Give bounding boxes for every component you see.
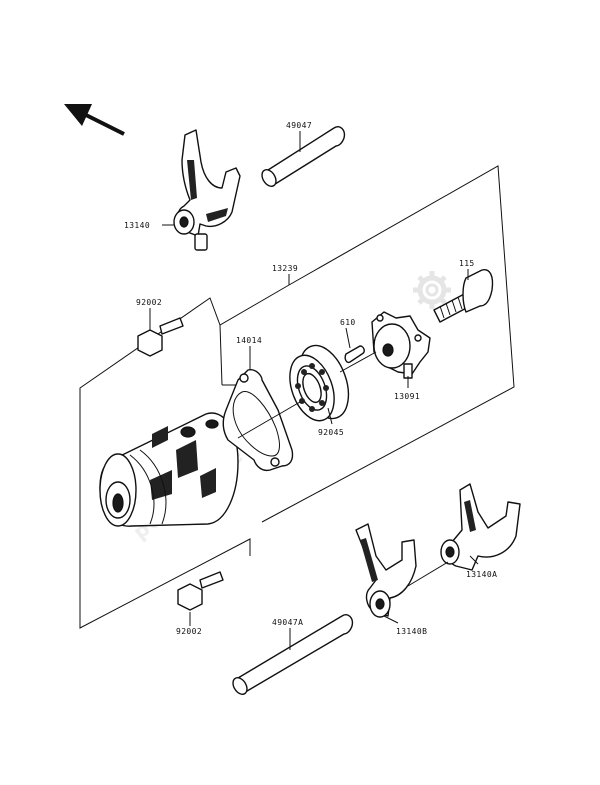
shaft-top (261, 126, 346, 187)
gear-icon (413, 271, 451, 309)
fork-axis (407, 561, 449, 587)
assembly-frame (79, 165, 515, 629)
label-cam: 13091 (394, 392, 420, 401)
bolt-left-top (137, 317, 184, 357)
shift-fork-bottom (355, 523, 417, 618)
label-fork-bottom: 13140B (396, 627, 427, 636)
shaft-bottom (232, 614, 354, 695)
shift-fork-right (440, 483, 521, 571)
label-pin: 610 (340, 318, 356, 327)
shift-drum (99, 412, 239, 527)
bolt-left-bottom (177, 571, 224, 611)
label-bearing: 92045 (318, 428, 344, 437)
arrow-up-left-icon (64, 104, 125, 136)
bearing (289, 344, 350, 422)
bolt-right (433, 269, 494, 323)
dowel-pin (344, 345, 365, 364)
shift-cam (371, 311, 431, 379)
label-shaft-bottom: 49047A (272, 618, 303, 627)
label-bolt-left-top: 92002 (136, 298, 162, 307)
label-shaft-top: 49047 (286, 121, 312, 130)
label-gasket: 14014 (236, 336, 262, 345)
part-labels: 49047 13140 13239 115 92002 14014 610 92… (124, 121, 497, 636)
label-bolt-right: 115 (459, 259, 475, 268)
label-bolt-left-bottom: 92002 (176, 627, 202, 636)
label-fork-right: 13140A (466, 570, 497, 579)
label-fork-top: 13140 (124, 221, 150, 230)
leader-lines (149, 131, 479, 650)
gasket (222, 368, 294, 472)
assembly-axis (237, 351, 377, 439)
shift-fork-top (173, 129, 241, 251)
label-assembly: 13239 (272, 264, 298, 273)
